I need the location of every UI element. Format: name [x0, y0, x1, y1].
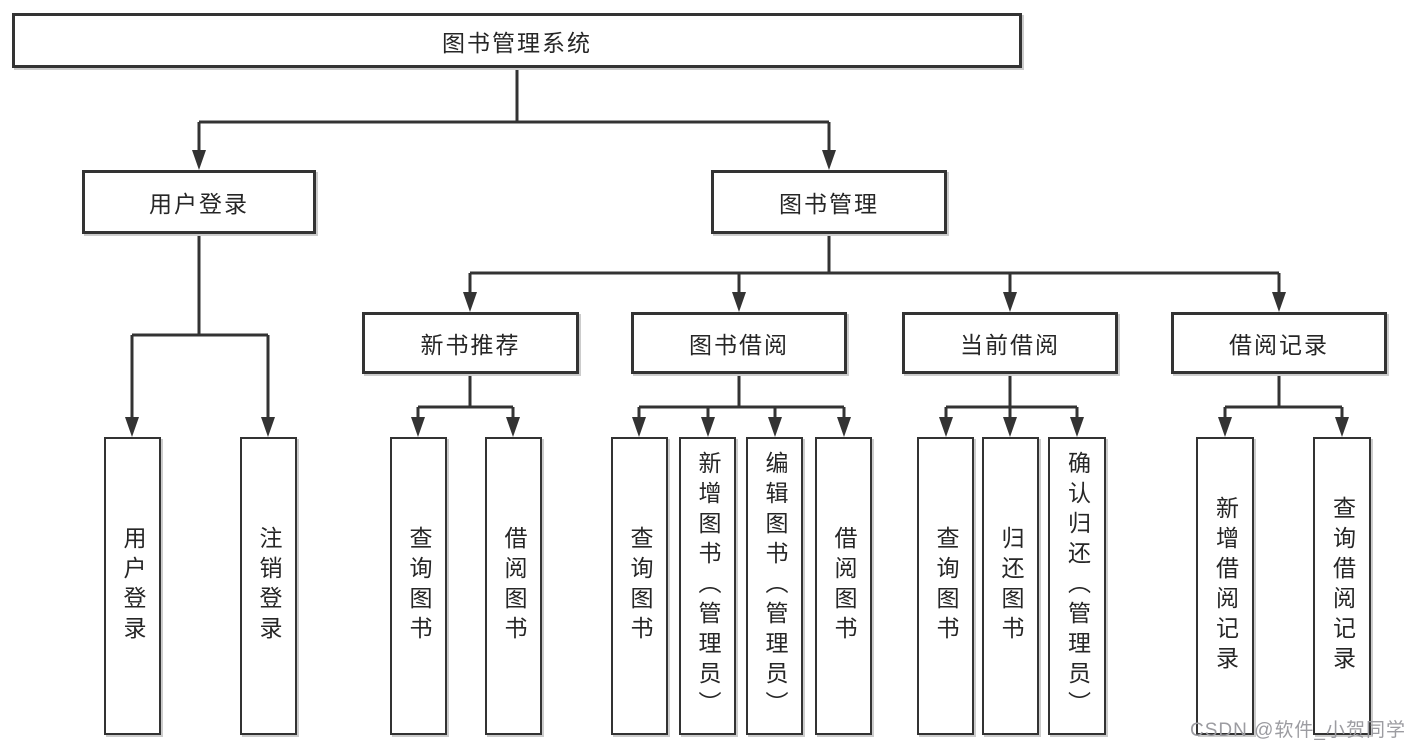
arrow-icon — [192, 150, 206, 170]
leaf-add-books-admin: 新增图书（管理员） — [679, 437, 736, 735]
arrow-icon — [125, 417, 139, 437]
leaf-query-books-borrowing: 查询图书 — [611, 437, 668, 735]
leaf-query-books-recommend: 查询图书 — [390, 437, 447, 735]
leaf-borrow-books-recommend: 借阅图书 — [485, 437, 542, 735]
watermark: CSDN @软件_小贺同学 — [1190, 720, 1405, 741]
node-book-borrowing: 图书借阅 — [631, 312, 847, 374]
arrow-icon — [1218, 417, 1232, 437]
leaf-query-books-current: 查询图书 — [917, 437, 974, 735]
node-new-book-recommend: 新书推荐 — [362, 312, 579, 374]
node-book-management: 图书管理 — [711, 170, 947, 234]
arrow-icon — [1335, 417, 1349, 437]
node-current-borrowing: 当前借阅 — [902, 312, 1118, 374]
arrow-icon — [837, 417, 851, 437]
arrow-icon — [768, 417, 782, 437]
arrow-icon — [1003, 417, 1017, 437]
arrow-icon — [463, 292, 477, 312]
leaf-borrow-books-borrowing: 借阅图书 — [815, 437, 872, 735]
arrow-icon — [1003, 292, 1017, 312]
node-root-system: 图书管理系统 — [12, 13, 1022, 68]
arrow-icon — [732, 292, 746, 312]
arrow-icon — [411, 417, 425, 437]
leaf-query-borrow-record: 查询借阅记录 — [1313, 437, 1371, 735]
arrow-icon — [632, 417, 646, 437]
connector-lines — [130, 68, 1344, 421]
leaf-logout: 注销登录 — [240, 437, 297, 735]
leaf-confirm-return-admin: 确认归还（管理员） — [1048, 437, 1106, 735]
node-user-login: 用户登录 — [82, 170, 316, 234]
leaf-return-books: 归还图书 — [982, 437, 1039, 735]
arrow-icon — [822, 150, 836, 170]
leaf-user-login: 用户登录 — [104, 437, 161, 735]
arrow-icon — [1272, 292, 1286, 312]
leaf-add-borrow-record: 新增借阅记录 — [1196, 437, 1254, 735]
node-borrowing-records: 借阅记录 — [1171, 312, 1387, 374]
arrow-icon — [701, 417, 715, 437]
arrow-icon — [1070, 417, 1084, 437]
leaf-edit-books-admin: 编辑图书（管理员） — [746, 437, 803, 735]
arrow-icon — [261, 417, 275, 437]
arrow-icon — [506, 417, 520, 437]
arrow-icon — [939, 417, 953, 437]
